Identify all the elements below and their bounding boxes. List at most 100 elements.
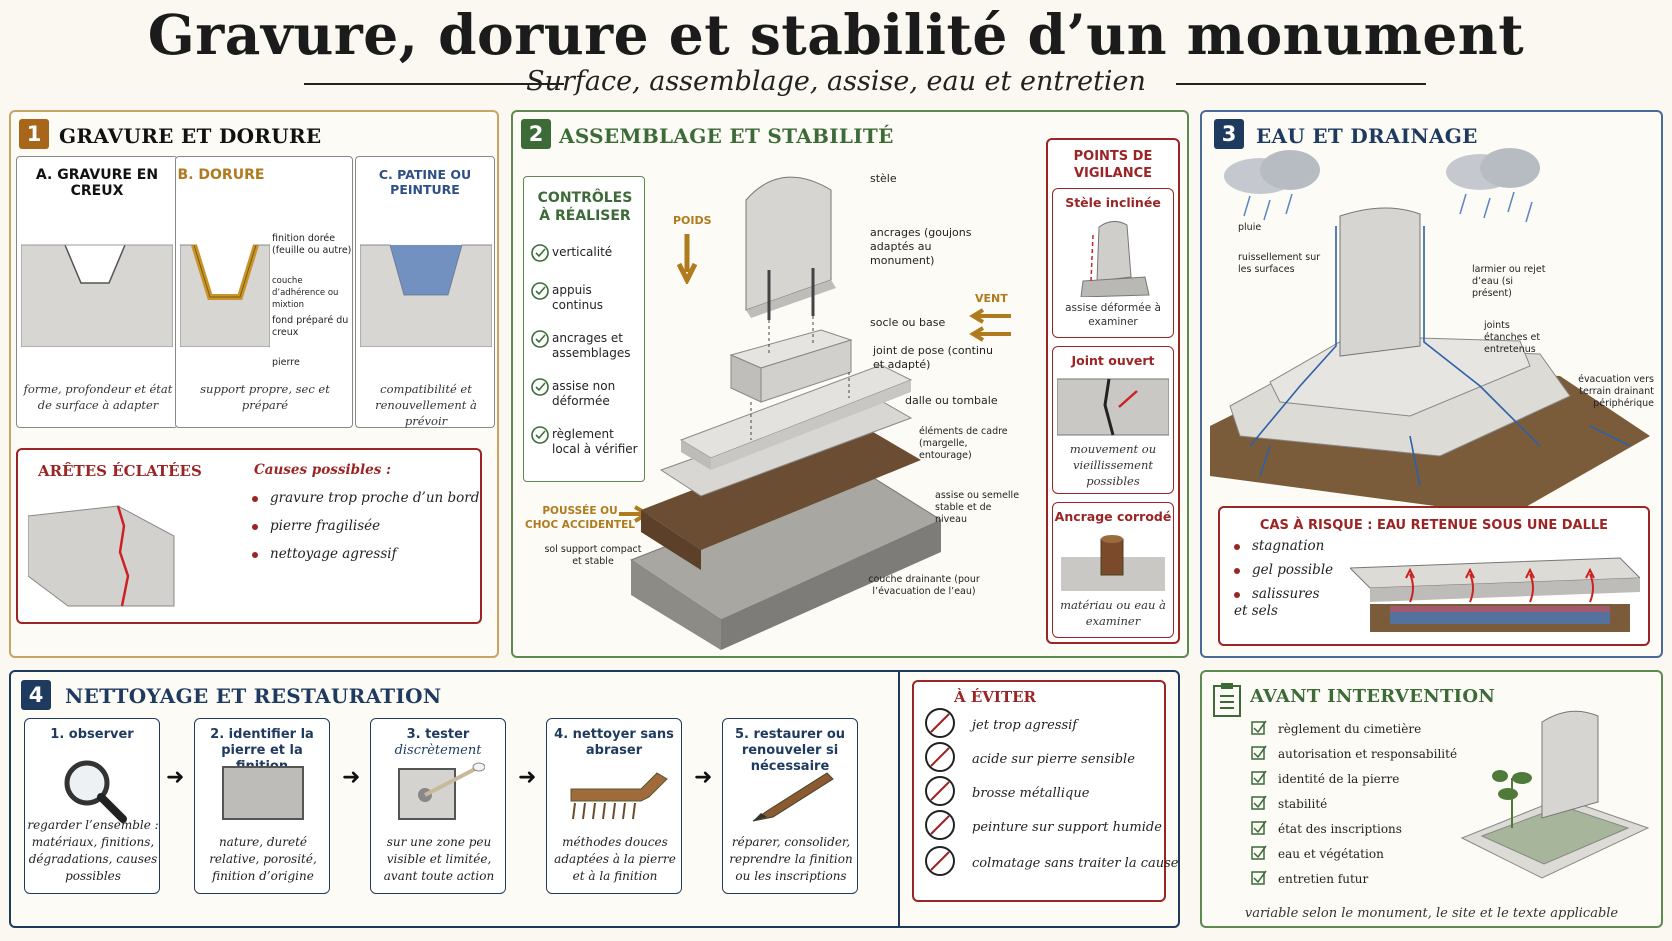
label-pluie: pluie <box>1238 222 1262 233</box>
step-caption: nature, dureté relative, porosité, finit… <box>209 835 317 883</box>
step-title: 4. nettoyer sans abraser <box>554 727 674 758</box>
vigilance-item: Stèle inclinée assise déformée à examine… <box>1052 188 1174 338</box>
monument-with-plant-illustration <box>1460 710 1650 879</box>
panel-gravure-dorure: 1 GRAVURE ET DORURE A. GRAVURE EN CREUX … <box>9 110 499 658</box>
checklist-item: entretien futur <box>1278 872 1369 886</box>
risk-title: CAS À RISQUE : EAU RETENUE SOUS UNE DALL… <box>1259 518 1609 533</box>
tilted-stele-icon <box>1080 221 1150 297</box>
cause-item: pierre fragilisée <box>252 518 380 534</box>
risk-box: CAS À RISQUE : EAU RETENUE SOUS UNE DALL… <box>1218 506 1650 646</box>
corroded-anchor-icon <box>1061 535 1165 591</box>
vigilance-item-caption: matériau ou eau à examiner <box>1060 598 1166 628</box>
label-evacuation: évacuation vers terrain drainant périphé… <box>1578 374 1654 409</box>
label-assise: assise ou semelle stable et de niveau <box>935 490 1020 525</box>
subtitle-rule-right <box>1176 83 1426 85</box>
vigilance-title: POINTS DE VIGILANCE <box>1073 149 1153 181</box>
monument-exploded-illustration <box>629 176 943 650</box>
label-joints: joints étanches et entretenus <box>1484 320 1541 355</box>
risk-item: stagnation <box>1234 538 1324 554</box>
step-caption: regarder l’ensemble : matériaux, finitio… <box>27 818 159 883</box>
label-ancrages: ancrages (goujons adaptés au monument) <box>870 226 972 267</box>
no-acid-icon <box>925 742 955 772</box>
label-larmier: larmier ou rejet d’eau (si présent) <box>1472 264 1546 299</box>
subtitle-rule-left <box>304 83 564 85</box>
force-poids-label: POIDS <box>673 214 712 227</box>
control-item: verticalité <box>552 245 613 259</box>
engraving-illustration <box>21 244 173 347</box>
step-title: 1. observer <box>50 727 134 742</box>
cotton-swab-icon <box>398 762 485 820</box>
step-tester: 3. tester discrètement sur une zone peu … <box>370 718 506 894</box>
force-poussee-label: POUSSÉE OU CHOC ACCIDENTEL <box>525 505 635 531</box>
vigilance-item: Joint ouvert mouvement ou vieillissement… <box>1052 346 1174 494</box>
aretes-eclatees-box: ARÊTES ÉCLATÉES Causes possibles : gravu… <box>16 448 482 624</box>
risk-item: salissures et sels <box>1234 586 1320 619</box>
step-restaurer: 5. restaurer ou renouveler si nécessaire… <box>722 718 858 894</box>
patina-illustration <box>360 244 492 347</box>
vigilance-item-caption: mouvement ou vieillissement possibles <box>1069 442 1157 488</box>
gilding-illustration <box>180 244 270 347</box>
step-caption: réparer, consolider, reprendre la finiti… <box>729 835 853 883</box>
label-drain: couche drainante (pour l’évacuation de l… <box>868 574 980 597</box>
vigilance-box: POINTS DE VIGILANCE Stèle inclinée assis… <box>1046 138 1180 644</box>
checklist-item: autorisation et responsabilité <box>1278 747 1458 761</box>
check-icons <box>531 244 549 444</box>
avoid-item: jet trop agressif <box>972 718 1078 733</box>
soft-brush-icon <box>570 772 668 820</box>
force-vent-label: VENT <box>975 292 1008 305</box>
label-dalle: dalle ou tombale <box>905 394 998 407</box>
panel-title: AVANT INTERVENTION <box>1250 686 1496 707</box>
label-sol: sol support compact et stable <box>544 544 642 567</box>
label-socle: socle ou base <box>870 316 946 329</box>
label-pierre: pierre <box>272 357 300 368</box>
cause-item: nettoyage agressif <box>252 546 397 562</box>
arrow-right-icon: ➜ <box>694 765 713 790</box>
label-couche-adherence: couche d’adhérence ou mixtion <box>272 276 339 310</box>
risk-item: gel possible <box>1234 562 1333 578</box>
avoid-item: acide sur pierre sensible <box>972 752 1135 767</box>
avoid-item: brosse métallique <box>972 786 1090 801</box>
drainage-illustration <box>1210 148 1650 516</box>
card-caption: forme, profondeur et état de surface à a… <box>23 382 173 412</box>
step-caption: méthodes douces adaptées à la pierre et … <box>554 835 676 883</box>
avoid-item: peinture sur support humide <box>972 820 1162 835</box>
stone-sample-icon <box>222 766 304 820</box>
checklist-item: état des inscriptions <box>1278 822 1402 836</box>
panel-title: EAU ET DRAINAGE <box>1256 124 1478 148</box>
panel-assemblage-stabilite: 2 ASSEMBLAGE ET STABILITÉ CONTRÔLES À RÉ… <box>511 110 1189 658</box>
vigilance-item-title: Ancrage corrodé <box>1054 509 1172 524</box>
card-caption: support propre, sec et préparé <box>200 382 330 412</box>
controls-title: CONTRÔLES À RÉALISER <box>537 190 633 224</box>
checklist-item: règlement du cimetière <box>1278 722 1422 736</box>
cause-item: gravure trop proche d’un bord <box>252 490 479 506</box>
card-title: C. PATINE OU PEINTURE <box>378 167 472 197</box>
no-wet-paint-icon <box>925 810 955 840</box>
checkbox-icons <box>1251 720 1267 885</box>
arrow-right-icon: ➜ <box>518 765 537 790</box>
fine-brush-icon <box>752 772 834 822</box>
panel-number: 2 <box>521 119 551 149</box>
checklist-item: stabilité <box>1278 797 1328 811</box>
panel-title: ASSEMBLAGE ET STABILITÉ <box>559 124 894 148</box>
clipboard-icon <box>1213 683 1241 717</box>
no-wire-brush-icon <box>925 776 955 806</box>
trapped-water-illustration <box>1350 557 1640 632</box>
no-pressure-jet-icon <box>925 708 955 738</box>
label-finition-doree: finition dorée (feuille ou autre) <box>272 233 352 256</box>
card-gravure-en-creux: A. GRAVURE EN CREUX forme, profondeur et… <box>16 156 178 428</box>
panel-eau-drainage: 3 EAU ET DRAINAGE pluie ruissellement su… <box>1200 110 1663 658</box>
panel-title: GRAVURE ET DORURE <box>59 124 322 148</box>
arrow-right-icon: ➜ <box>342 765 361 790</box>
controls-box: CONTRÔLES À RÉALISER verticalité appuis … <box>523 176 645 482</box>
magnifier-icon <box>64 760 127 823</box>
vigilance-item: Ancrage corrodé matériau ou eau à examin… <box>1052 502 1174 638</box>
panel-number: 4 <box>21 680 51 710</box>
checklist-item: eau et végétation <box>1278 847 1384 861</box>
step-caption: sur une zone peu visible et limitée, ava… <box>383 835 495 883</box>
checklist-item: identité de la pierre <box>1278 772 1400 786</box>
page-title: Gravure, dorure et stabilité d’un monume… <box>147 2 1525 67</box>
step-nettoyer: 4. nettoyer sans abraser méthodes douces… <box>546 718 682 894</box>
no-sealing-icon <box>925 846 955 876</box>
card-title: B. DORURE <box>177 167 265 183</box>
card-patine-peinture: C. PATINE OU PEINTURE compatibilité et r… <box>355 156 495 428</box>
